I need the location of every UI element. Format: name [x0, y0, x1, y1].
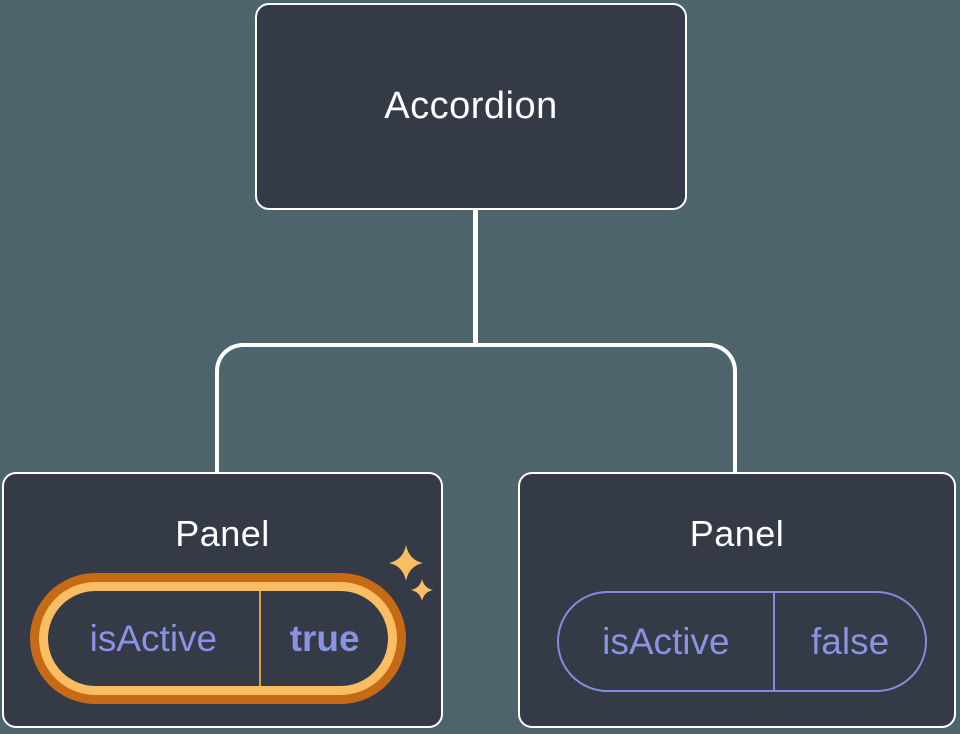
accordion-node-label: Accordion: [384, 85, 558, 127]
state-pill-active: isActive true: [48, 591, 388, 686]
state-pill-inactive: isActive false: [557, 591, 927, 692]
state-value-label: true: [289, 617, 360, 659]
panel-title: Panel: [175, 513, 270, 554]
pill-divider: [258, 591, 262, 686]
panel-title: Panel: [689, 513, 785, 554]
tree-connector-stem: [473, 209, 478, 345]
component-node-accordion: Accordion: [255, 3, 687, 210]
state-prop-label: isActive: [89, 617, 218, 659]
panel-node-active: Panel isActive true: [2, 472, 443, 728]
tree-connector-branch: [215, 343, 737, 473]
state-prop-label: isActive: [602, 620, 730, 662]
panel-node-inactive: Panel isActive false: [518, 472, 956, 728]
state-pill-highlight-ring: isActive true: [30, 573, 406, 704]
pill-divider: [772, 593, 776, 690]
state-value-label: false: [811, 620, 890, 662]
